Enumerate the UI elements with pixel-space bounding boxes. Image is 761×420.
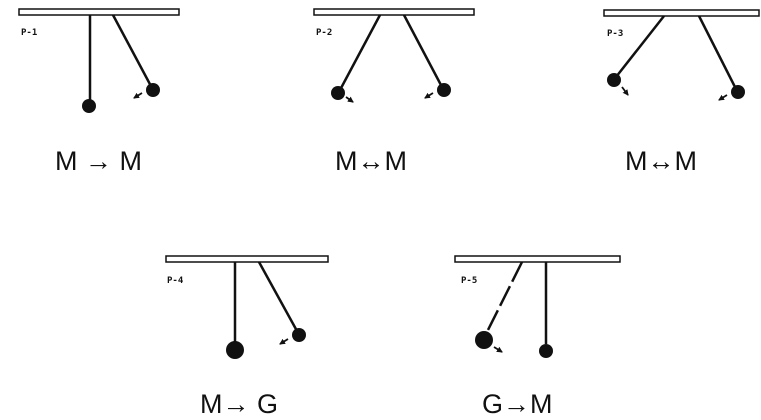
- panel-label: P-3: [607, 29, 623, 39]
- pendulum-bob: [292, 328, 306, 342]
- panel-caption: M↔M: [625, 146, 697, 176]
- pendulum-string: [697, 15, 738, 90]
- motion-arrow: [621, 86, 629, 96]
- support-bar: [18, 8, 180, 16]
- motion-arrow: [718, 94, 728, 101]
- panel-label: P-2: [316, 28, 332, 38]
- motion-arrow: [133, 92, 143, 99]
- pendulum-string: [111, 14, 154, 89]
- support-bar: [165, 255, 329, 263]
- panel-caption: M → M: [55, 146, 142, 176]
- pendulum-bob: [539, 344, 553, 358]
- pendulum-string-dashed: [485, 261, 524, 333]
- support-bar: [603, 9, 760, 17]
- motion-arrow: [345, 96, 354, 103]
- pendulum-string: [338, 14, 382, 91]
- panel-caption: M→ G: [200, 389, 278, 419]
- panel-label: P-4: [167, 276, 184, 286]
- pendulum-bob: [475, 331, 493, 349]
- panel-label: P-1: [21, 28, 37, 38]
- pendulum-bob: [146, 83, 160, 97]
- pendulum-bob: [331, 86, 345, 100]
- pendulum-string: [402, 14, 444, 88]
- pendulum-bob: [437, 83, 451, 97]
- motion-arrow: [279, 338, 289, 345]
- panel-caption: M↔M: [335, 146, 407, 176]
- panel-p3: P-3 M↔M: [603, 9, 760, 176]
- panel-p5: P-5 G→M: [454, 255, 621, 419]
- pendulum-bob: [607, 73, 621, 87]
- support-bar: [313, 8, 475, 16]
- pendulum-bob: [226, 341, 244, 359]
- pendulum-string: [257, 261, 299, 332]
- support-bar: [454, 255, 621, 263]
- pendulum-bob: [731, 85, 745, 99]
- panel-p1: P-1 M → M: [18, 8, 180, 176]
- panel-label: P-5: [461, 276, 477, 286]
- panel-p2: P-2 M↔M: [313, 8, 475, 176]
- pendulum-bob: [82, 99, 96, 113]
- pendulum-string: [615, 15, 665, 78]
- panel-caption: G→M: [482, 389, 553, 419]
- motion-arrow: [424, 92, 434, 99]
- panel-p4: P-4 M→ G: [165, 255, 329, 419]
- motion-arrow: [493, 346, 503, 353]
